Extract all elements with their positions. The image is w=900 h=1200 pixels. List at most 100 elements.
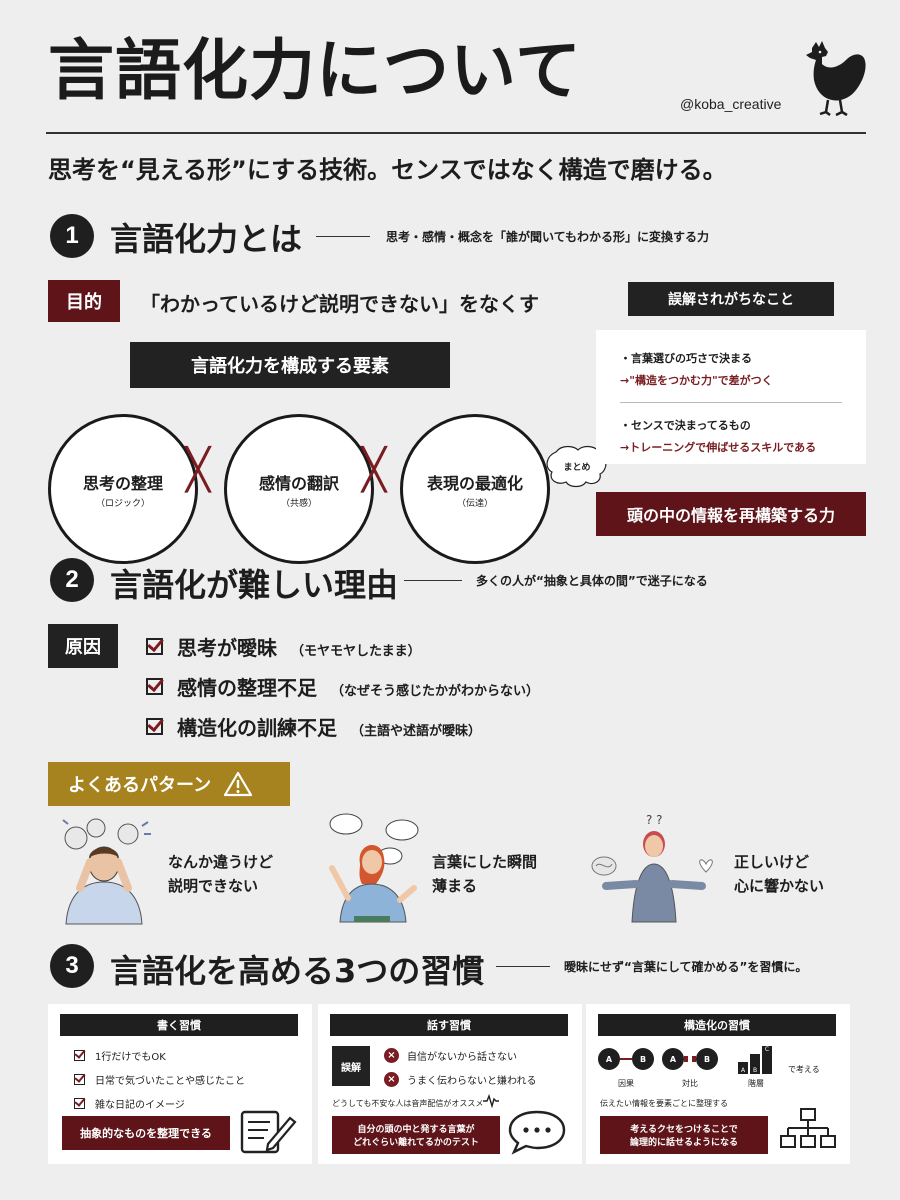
card-note: どうしても不安な人は音声配信がオススメ	[332, 1099, 484, 1108]
section-title-1: 言語化力とは	[110, 220, 303, 258]
bar-b: B	[750, 1054, 760, 1074]
cause-main: 思考が曖昧	[177, 636, 277, 660]
element-circle-delivery: 表現の最適化 （伝達）	[400, 414, 550, 564]
pattern-text: なんか違うけど 説明できない	[168, 850, 273, 898]
cause-item: 構造化の訓練不足 （主語や述語が曖昧）	[146, 712, 481, 741]
cause-sub: （なぜそう感じたかがわからない）	[331, 684, 540, 699]
misbelief-text: うまく伝わらないと嫌われる	[407, 1076, 537, 1087]
node-a: A	[662, 1048, 684, 1070]
chicken-logo-icon	[798, 38, 870, 118]
card-result-bar: 抽象的なものを整理できる	[62, 1116, 230, 1150]
notepad-pencil-icon	[240, 1110, 297, 1154]
misunderstand-correction: →トレーニングで伸ばせるスキルである	[620, 441, 817, 454]
bar-a: A	[738, 1062, 748, 1074]
svg-text:? ?: ? ?	[646, 813, 663, 827]
checkbox-icon	[74, 1074, 85, 1085]
card-check-item: 日常で気づいたことや感じたこと	[74, 1072, 245, 1087]
cause-main: 感情の整理不足	[177, 676, 317, 700]
habit-card-writing: 書く習慣 1行だけでもOK 日常で気づいたことや感じたこと 雑な日記のイメージ …	[48, 1004, 312, 1164]
purpose-label: 目的	[48, 280, 120, 322]
misunderstand-item: ・センスで決まってるもの	[620, 419, 751, 432]
double-arrow-icon	[684, 1056, 696, 1062]
cause-label: 原因	[48, 624, 118, 668]
card-check-item: 1行だけでもOK	[74, 1048, 245, 1063]
header-divider	[46, 132, 866, 134]
multiply-icon: ╳	[186, 447, 211, 493]
checkbox-icon	[146, 638, 163, 655]
page-subtitle: 思考を“見える形”にする技術。センスではなく構造で磨ける。	[48, 156, 727, 184]
node-b: B	[696, 1048, 718, 1070]
diagram-label: 階層	[748, 1079, 764, 1088]
misbelief-item: × 自信がないから話さない	[384, 1048, 537, 1063]
section-number-2: 2	[50, 558, 94, 602]
node-b: B	[632, 1048, 654, 1070]
audio-wave-icon	[483, 1094, 499, 1108]
diagram-label: 対比	[682, 1079, 698, 1088]
section-note-2: 多くの人が“抽象と具体の間”で迷子になる	[476, 574, 708, 588]
section-dash-3	[496, 966, 550, 967]
cause-item: 感情の整理不足 （なぜそう感じたかがわからない）	[146, 672, 539, 701]
section-title-2: 言語化が難しい理由	[110, 566, 399, 604]
habit-card-structuring: 構造化の習慣 A B 因果 A B 対比 A B C 階層 で考える 伝えたい情…	[586, 1004, 850, 1164]
pattern-line: 薄まる	[432, 877, 478, 895]
element-name: 感情の翻訳	[258, 473, 339, 493]
multiply-icon: ╳	[362, 447, 387, 493]
pattern-line: 心に響かない	[734, 877, 825, 895]
diagram-suffix: で考える	[788, 1065, 820, 1074]
card-result-line: 自分の頭の中と発する言葉が	[357, 1125, 475, 1135]
org-chart-icon	[780, 1108, 836, 1148]
element-sub: （ロジック）	[95, 498, 150, 509]
cause-main: 構造化の訓練不足	[177, 716, 337, 740]
x-circle-icon: ×	[384, 1048, 399, 1063]
habit-card-speaking: 話す習慣 誤解 ×自信がないから話さない ×うまく伝わらないと嫌われる どうして…	[318, 1004, 582, 1164]
summary-banner: 頭の中の情報を再構築する力	[596, 492, 866, 536]
card-result-line: 考えるクセをつけることで	[630, 1125, 738, 1135]
misbelief-item: × うまく伝わらないと嫌われる	[384, 1072, 537, 1087]
element-sub: （伝達）	[456, 498, 493, 509]
speech-bubble-icon: まとめ	[544, 444, 610, 496]
checkbox-icon	[74, 1098, 85, 1109]
pattern-label-text: よくあるパターン	[68, 775, 212, 796]
contrast-diagram: A B	[662, 1048, 718, 1070]
checkbox-icon	[146, 678, 163, 695]
confused-person-illustration	[46, 816, 166, 926]
element-name: 表現の最適化	[426, 473, 523, 493]
purpose-text: 「わかっているけど説明できない」をなくす	[140, 292, 539, 316]
card-title: 構造化の習慣	[598, 1014, 836, 1036]
pattern-text: 正しいけど 心に響かない	[734, 850, 824, 898]
cause-item: 思考が曖昧 （モヤモヤしたまま）	[146, 632, 421, 661]
pattern-line: 言葉にした瞬間	[432, 853, 538, 871]
section-dash-2	[404, 580, 462, 581]
hierarchy-diagram: A B C	[738, 1044, 774, 1074]
card-title: 話す習慣	[330, 1014, 568, 1036]
divider	[620, 402, 842, 403]
cause-sub: （主語や述語が曖昧）	[351, 724, 482, 739]
pattern-label: よくあるパターン	[48, 762, 290, 806]
card-check-text: 1行だけでもOK	[95, 1052, 166, 1063]
x-circle-icon: ×	[384, 1072, 399, 1087]
page-title: 言語化力について	[48, 32, 583, 109]
misunderstand-label: 誤解されがちなこと	[628, 282, 834, 316]
misunderstand-item: ・言葉選びの巧さで決まる	[620, 352, 752, 365]
checkbox-icon	[74, 1050, 85, 1061]
card-note: 伝えたい情報を要素ごとに整理する	[600, 1099, 728, 1108]
talking-person-illustration	[318, 812, 428, 924]
pattern-line: 正しいけど	[734, 853, 810, 871]
warning-icon	[224, 771, 253, 797]
card-result-bar: 自分の頭の中と発する言葉が どれぐらい離れてるかのテスト	[332, 1116, 500, 1154]
element-name: 思考の整理	[82, 473, 163, 493]
checkbox-icon	[146, 718, 163, 735]
arrow-icon	[620, 1058, 632, 1060]
card-result-bar: 考えるクセをつけることで 論理的に話せるようになる	[600, 1116, 768, 1154]
section-note-3: 曖昧にせず“言葉にして確かめる”を習慣に。	[564, 960, 808, 974]
misbelief-text: 自信がないから話さない	[407, 1052, 517, 1063]
element-sub: （共感）	[280, 498, 317, 509]
section-number-1: 1	[50, 214, 94, 258]
brain-heart-person-illustration: ? ?	[582, 812, 728, 924]
chat-bubble-icon	[508, 1110, 566, 1155]
card-check-item: 雑な日記のイメージ	[74, 1096, 245, 1111]
misunderstand-box: ・言葉選びの巧さで決まる →"構造をつかむ力"で差がつく ・センスで決まってるも…	[596, 330, 866, 464]
card-check-text: 雑な日記のイメージ	[95, 1100, 185, 1111]
section-note-1: 思考・感情・概念を「誰が聞いてもわかる形」に変換する力	[386, 230, 710, 244]
diagram-label: 因果	[618, 1079, 634, 1088]
